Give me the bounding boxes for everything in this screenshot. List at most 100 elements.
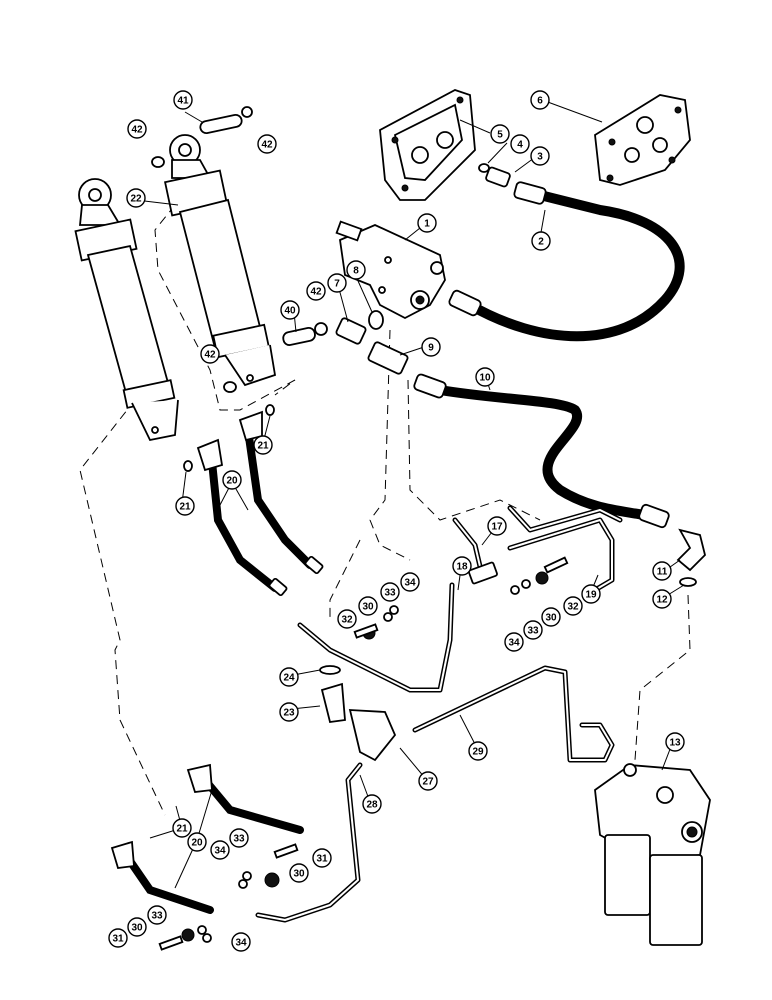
callout-42-d: 42: [200, 344, 220, 364]
callout-32-b: 32: [563, 596, 583, 616]
callout-13: 13: [665, 732, 685, 752]
svg-text:7: 7: [334, 279, 340, 290]
callout-21-upper-right: 21: [253, 435, 273, 455]
svg-text:24: 24: [283, 673, 295, 684]
callout-24: 24: [279, 667, 299, 687]
fitting-7: [335, 317, 367, 345]
callout-5: 5: [490, 124, 510, 144]
tube-29: [412, 665, 615, 763]
callout-30-c: 30: [289, 863, 309, 883]
callout-30-a: 30: [358, 596, 378, 616]
svg-text:31: 31: [112, 934, 124, 945]
svg-text:34: 34: [508, 638, 520, 649]
callout-21-lower: 21: [172, 818, 192, 838]
callout-33-a: 33: [380, 582, 400, 602]
pin-40: [282, 327, 316, 346]
svg-text:2: 2: [538, 237, 544, 248]
svg-text:29: 29: [472, 747, 484, 758]
svg-text:33: 33: [527, 626, 539, 637]
callout-41: 41: [173, 90, 193, 110]
callout-33-b: 33: [523, 620, 543, 640]
callout-40: 40: [280, 300, 300, 320]
dashed-connection-lines: [79, 204, 691, 816]
callout-23: 23: [279, 702, 299, 722]
o-ring-4: [478, 163, 490, 173]
svg-text:33: 33: [233, 834, 245, 845]
callout-11: 11: [652, 561, 672, 581]
callout-42-c: 42: [306, 281, 326, 301]
svg-text:1: 1: [424, 219, 430, 230]
tube-17: [452, 517, 498, 585]
callout-27: 27: [418, 771, 438, 791]
svg-text:13: 13: [669, 738, 681, 749]
fitting-3: [485, 166, 511, 188]
callout-30-d: 30: [127, 917, 147, 937]
svg-text:21: 21: [176, 824, 188, 835]
svg-text:32: 32: [341, 615, 353, 626]
svg-text:42: 42: [131, 125, 143, 136]
callout-21-upper-left: 21: [175, 496, 195, 516]
tee-27: [348, 709, 397, 762]
callout-6: 6: [530, 90, 550, 110]
svg-text:22: 22: [130, 194, 142, 205]
callout-labels: 1 2 3 4 5 6 7 8 9 10 11 12 13 17 18 19 2…: [108, 90, 685, 952]
callout-34-a: 34: [400, 572, 420, 592]
tube-28: [255, 762, 363, 923]
callout-8: 8: [346, 260, 366, 280]
filter-assembly-13: [594, 763, 711, 946]
svg-text:11: 11: [657, 567, 668, 578]
svg-text:5: 5: [497, 130, 503, 141]
callout-19: 19: [581, 584, 601, 604]
svg-text:30: 30: [293, 869, 305, 880]
svg-text:34: 34: [235, 938, 247, 949]
svg-text:30: 30: [362, 602, 374, 613]
hose-10: [413, 373, 670, 529]
svg-text:17: 17: [491, 522, 503, 533]
o-ring-8: [368, 310, 384, 330]
svg-text:34: 34: [214, 846, 226, 857]
svg-text:12: 12: [656, 595, 668, 606]
callout-20-upper: 20: [222, 470, 242, 490]
callout-31-b: 31: [108, 928, 128, 948]
svg-text:6: 6: [537, 96, 543, 107]
callout-7: 7: [327, 273, 347, 293]
svg-text:20: 20: [226, 476, 238, 487]
callout-2: 2: [531, 231, 551, 251]
svg-text:27: 27: [422, 777, 434, 788]
clamps-and-bolts: [158, 556, 569, 951]
svg-text:32: 32: [567, 602, 579, 613]
callout-29: 29: [468, 741, 488, 761]
hose-2: [448, 181, 685, 342]
svg-text:42: 42: [204, 350, 216, 361]
svg-text:34: 34: [404, 578, 416, 589]
callout-22: 22: [126, 188, 146, 208]
callout-1: 1: [417, 213, 437, 233]
svg-text:33: 33: [151, 911, 163, 922]
svg-text:21: 21: [257, 441, 269, 452]
pin-41: [199, 113, 243, 135]
callout-12: 12: [652, 589, 672, 609]
svg-text:10: 10: [479, 373, 491, 384]
callout-32-a: 32: [337, 609, 357, 629]
elbow-11: [676, 528, 706, 572]
svg-text:8: 8: [353, 266, 359, 277]
manifold-plate-5: [379, 89, 476, 201]
callout-34-d: 34: [231, 932, 251, 952]
svg-text:33: 33: [384, 588, 396, 599]
washers-42: [151, 106, 328, 393]
manifold-plate-6: [594, 94, 691, 186]
o-ring-24: [319, 665, 341, 675]
svg-text:30: 30: [545, 613, 557, 624]
callout-18: 18: [452, 556, 472, 576]
callout-17: 17: [487, 516, 507, 536]
hoses-20-upper: [196, 410, 324, 597]
callout-42-a: 42: [127, 119, 147, 139]
svg-text:19: 19: [585, 590, 597, 601]
callout-4: 4: [510, 134, 530, 154]
svg-text:41: 41: [177, 96, 189, 107]
hydraulic-cylinder-left: [74, 178, 179, 442]
fitting-9: [367, 341, 409, 375]
svg-text:42: 42: [261, 140, 273, 151]
callout-20-lower: 20: [187, 832, 207, 852]
